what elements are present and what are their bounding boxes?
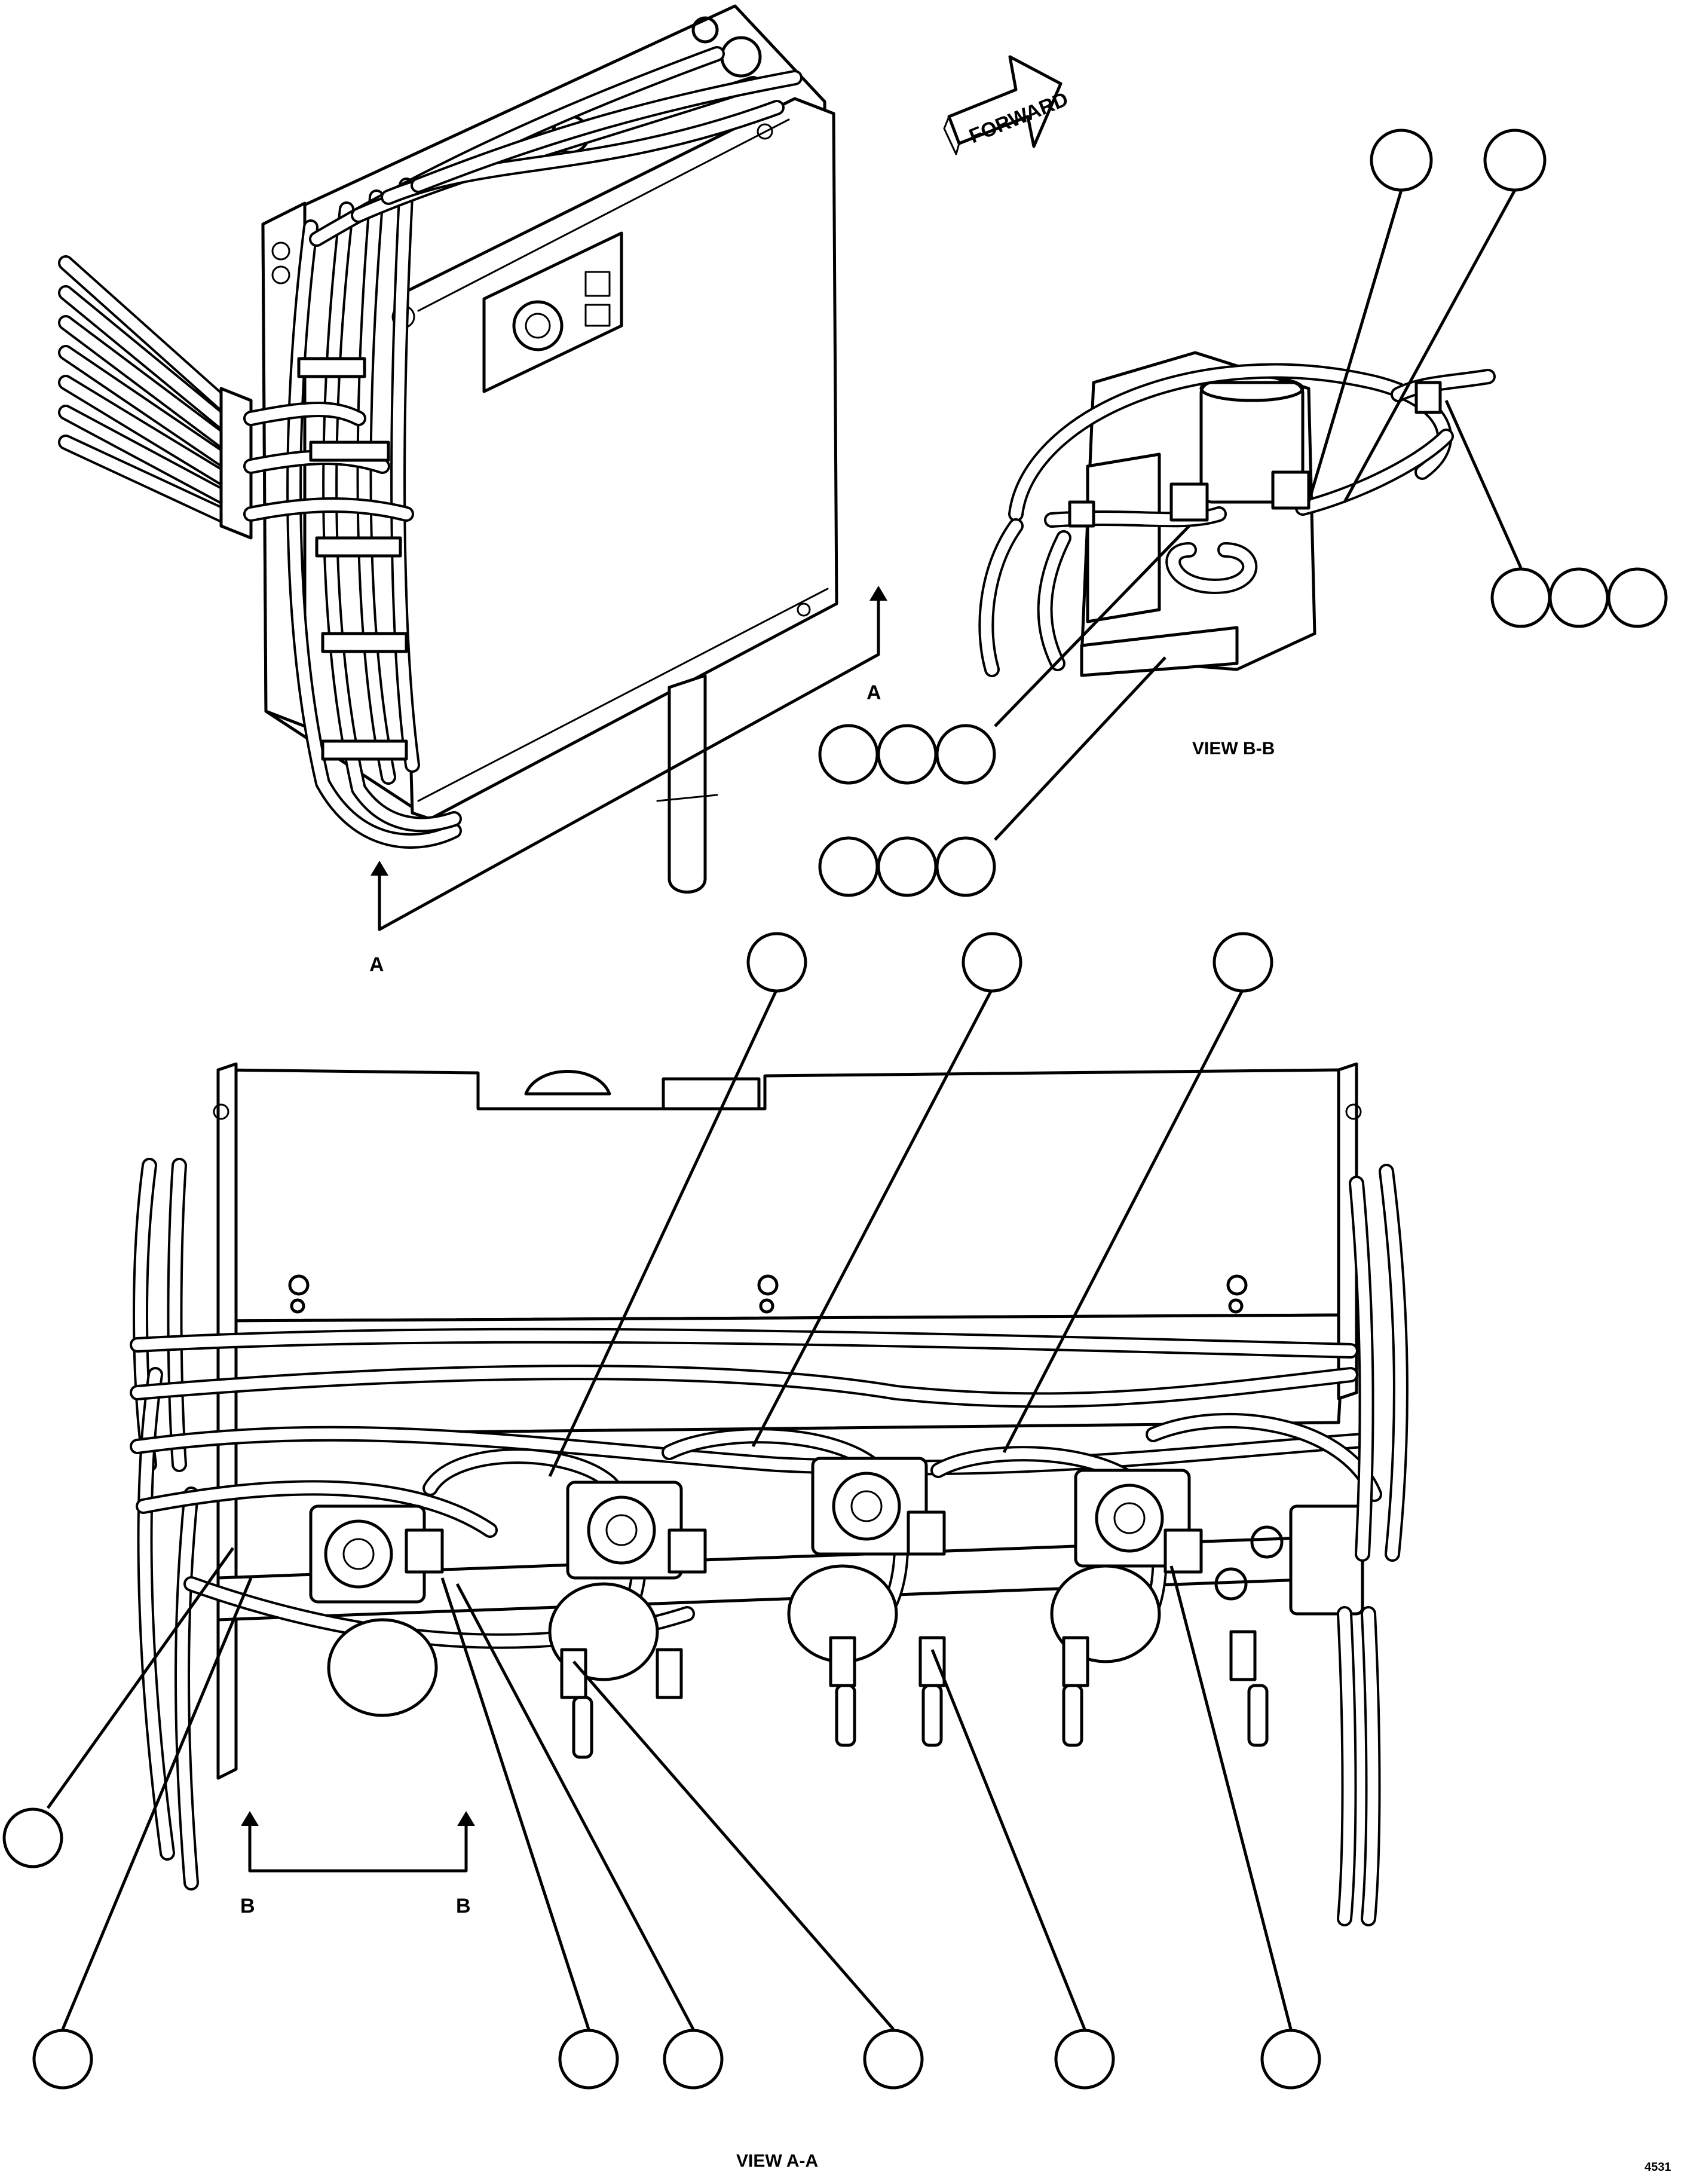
callout-bubble xyxy=(863,2029,924,2090)
callout-bubble xyxy=(746,932,807,993)
section-b-cut-line: B B xyxy=(240,1811,475,1917)
callout-bubble xyxy=(877,724,938,785)
callout-bubble xyxy=(663,2029,724,2090)
callout-bubble xyxy=(1490,567,1551,628)
forward-label: FORWARD xyxy=(966,88,1071,148)
callout-bubble xyxy=(1054,2029,1115,2090)
callout-bubble xyxy=(558,2029,619,2090)
figure-id: 4531 xyxy=(1645,2161,1671,2174)
section-a-label-left: A xyxy=(369,953,384,976)
callout-bubble xyxy=(877,836,938,897)
callout-bubble xyxy=(32,2029,93,2090)
valve-housing-iso-view xyxy=(58,4,838,894)
callout-bubble xyxy=(935,724,996,785)
callout-bubble xyxy=(1483,129,1547,192)
callout-bubble xyxy=(935,836,996,897)
callout-bubbles xyxy=(2,129,1668,2090)
view-aa-label: VIEW A-A xyxy=(736,2151,818,2171)
forward-arrow: FORWARD xyxy=(943,55,1071,155)
valve-assembly-1 xyxy=(309,1504,438,1717)
callout-bubble xyxy=(1370,129,1433,192)
view-bb-label: VIEW B-B xyxy=(1192,739,1275,758)
callout-leaders xyxy=(46,189,1523,2030)
section-b-label-left: B xyxy=(240,1895,255,1917)
valve-assembly-3 xyxy=(787,1457,928,1663)
callout-bubble xyxy=(1548,567,1609,628)
section-b-label-right: B xyxy=(456,1895,471,1917)
callout-bubble xyxy=(2,1807,63,1868)
section-a-cut-line: A A xyxy=(369,586,887,976)
callout-bubble xyxy=(1607,567,1668,628)
callout-bubble xyxy=(1212,932,1273,993)
view-aa-detail: B B VIEW A-A xyxy=(130,1062,1409,2171)
callout-bubble xyxy=(1260,2029,1321,2090)
section-a-label-right: A xyxy=(866,681,881,704)
callout-bubble xyxy=(818,836,879,897)
callout-bubble xyxy=(962,932,1022,993)
callout-bubble xyxy=(818,724,879,785)
view-bb-detail: VIEW B-B xyxy=(978,351,1496,758)
